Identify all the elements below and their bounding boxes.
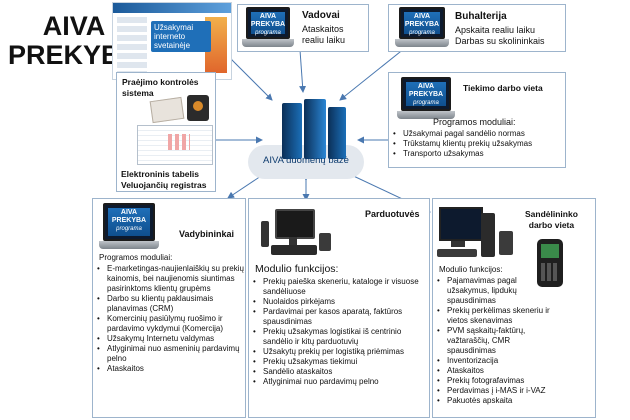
praejimo-footer1: Elektroninis tabelis	[121, 169, 199, 179]
buhalterija-line1: Apskaita realiu laiku	[455, 25, 536, 35]
parduotuves-box: Parduotuvės Modulio funkcijos: Prekių pa…	[248, 198, 430, 418]
buhalterija-line2: Darbas su skolininkais	[455, 36, 545, 46]
vadybininkai-title: Vadybininkai	[179, 229, 235, 239]
pos-terminal-icon	[261, 209, 331, 257]
parduotuves-list: Prekių paieška skeneriu, kataloge ir vis…	[251, 277, 429, 387]
list-item: Komercinių pasiūlymų ruošimo ir pardavim…	[95, 314, 245, 334]
list-item: Pardavimai per kasos aparatą, faktūros s…	[251, 307, 429, 327]
list-item: Perdavimas į i-MAS ir i-VAZ	[435, 386, 551, 396]
list-item: Prekių fotografavimas	[435, 376, 551, 386]
card-reader-icon	[149, 96, 185, 124]
vadybininkai-modules-title: Programos moduliai:	[99, 253, 173, 262]
server-rack-icon	[282, 103, 302, 159]
hub-label: AIVA duomenų bazė	[263, 155, 349, 166]
sandelininko-box: Sandėlininko darbo vieta Modulio funkcij…	[432, 198, 596, 418]
list-item: Ataskaitos	[95, 364, 245, 374]
website-product-row	[117, 17, 147, 73]
list-item: Pakuotės apskaita	[435, 396, 551, 406]
list-item: Atlyginimai nuo pardavimų pelno	[251, 377, 429, 387]
door-terminal-icon	[187, 95, 209, 121]
list-item: Atlyginimai nuo asmeninių pardavimų peln…	[95, 344, 245, 364]
parduotuves-modules-title: Modulio funkcijos:	[255, 263, 339, 275]
website-screenshot: Užsakymai interneto svetainėje	[112, 2, 232, 80]
sandelininko-modules-title: Modulio funkcijos:	[439, 265, 503, 274]
timesheet-table-icon	[137, 125, 213, 165]
label-printer-icon	[499, 231, 513, 255]
database-hub: AIVA duomenų bazė	[248, 95, 364, 183]
website-order-label: Užsakymai interneto svetainėje	[151, 21, 211, 52]
buhalterija-title: Buhalterija	[455, 11, 507, 22]
praejimo-title: Praėjimo kontrolės sistema	[122, 77, 199, 98]
praejimo-footer2: Veluojančių registras	[121, 180, 207, 190]
list-item: Prekių užsakymas logistikai iš centrinio…	[251, 327, 429, 347]
parduotuves-title: Parduotuvės	[365, 209, 420, 219]
desktop-pc-icon	[437, 207, 497, 261]
list-item: Trūkstamų klientų prekių užsakymas	[391, 139, 565, 149]
list-item: Prekių perkėlimas skeneriu ir vietos ske…	[435, 306, 551, 326]
vadovai-title: Vadovai	[302, 10, 340, 21]
vadovai-text: Ataskaitos realiu laiku	[302, 24, 346, 45]
website-header-bar	[113, 3, 231, 13]
sandelininko-title: Sandėlininko darbo vieta	[525, 209, 578, 230]
brand-line1: AIVA	[42, 11, 106, 41]
tiekimo-list: Užsakymai pagal sandėlio normas Trūkstam…	[391, 129, 565, 159]
tiekimo-title: Tiekimo darbo vieta	[463, 83, 543, 93]
list-item: Darbo su klientų paklausimais planavimas…	[95, 294, 245, 314]
list-item: E-marketingas-naujienlaiškių su prekių k…	[95, 264, 245, 294]
list-item: Prekių paieška skeneriu, kataloge ir vis…	[251, 277, 429, 297]
list-item: Ataskaitos	[435, 366, 551, 376]
list-item: Transporto užsakymas	[391, 149, 565, 159]
tiekimo-modules-title: Programos moduliai:	[433, 117, 516, 127]
list-item: Prekių užsakymas tiekimui	[251, 357, 429, 367]
praejimo-box: Praėjimo kontrolės sistema Elektroninis …	[116, 72, 216, 192]
list-item: PVM sąskaitų-faktūrų, važtaraščių, CMR s…	[435, 326, 551, 356]
list-item: Inventorizacija	[435, 356, 551, 366]
list-item: Sandėlio ataskaitos	[251, 367, 429, 377]
vadybininkai-list: E-marketingas-naujienlaiškių su prekių k…	[95, 264, 245, 374]
list-item: Užsakytų prekių per logistiką priėmimas	[251, 347, 429, 357]
sandelininko-list: Pajamavimas pagal užsakymus, lipdukų spa…	[435, 276, 551, 406]
list-item: Pajamavimas pagal užsakymus, lipdukų spa…	[435, 276, 551, 306]
server-rack-icon	[328, 107, 346, 159]
list-item: Užsakymų Internetu valdymas	[95, 334, 245, 344]
server-rack-icon	[304, 99, 326, 159]
list-item: Nuolaidos pirkėjams	[251, 297, 429, 307]
list-item: Užsakymai pagal sandėlio normas	[391, 129, 565, 139]
